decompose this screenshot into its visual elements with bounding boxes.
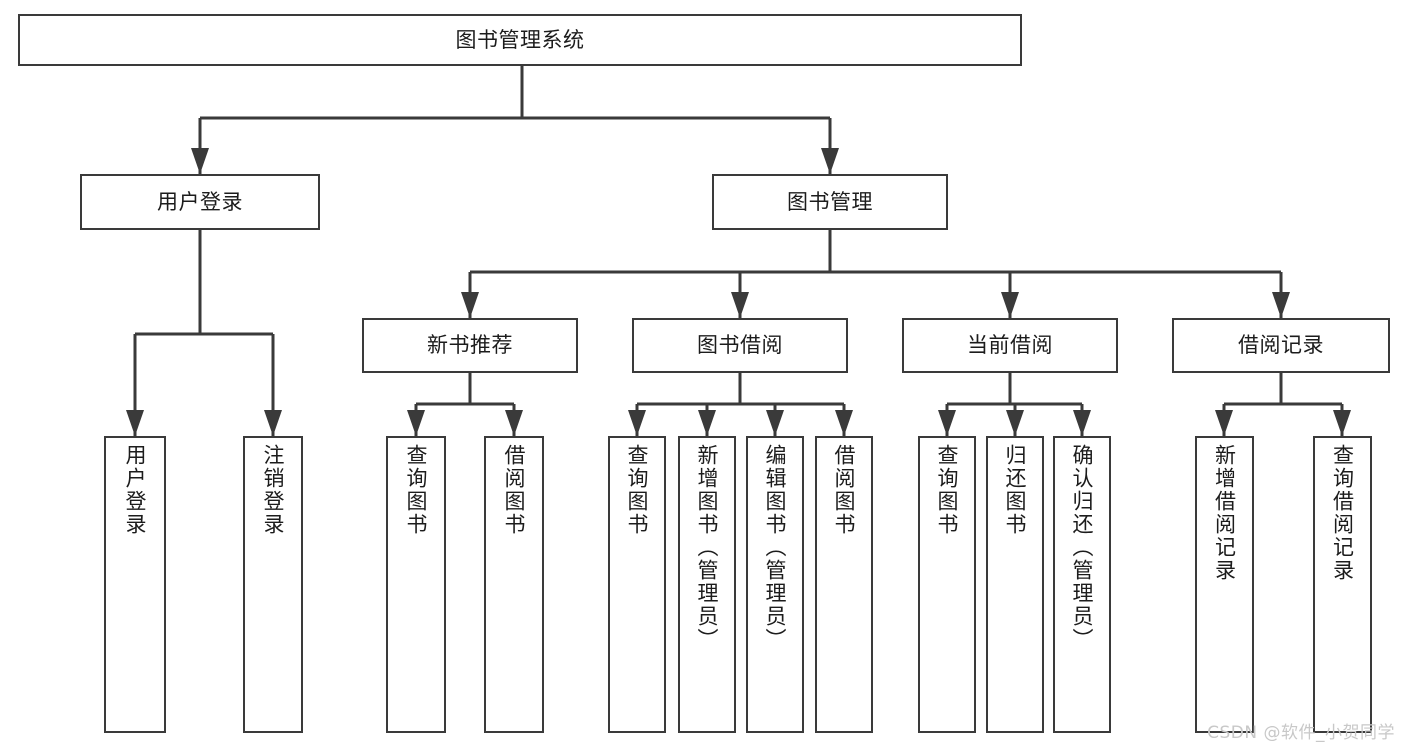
node-label: 注销登录 [261, 444, 286, 536]
node-label: 新书推荐 [427, 333, 513, 358]
node-leaf-borrow-add: 新增图书（管理员） [678, 436, 736, 733]
node-leaf-cur-confirm: 确认归还（管理员） [1053, 436, 1111, 733]
arrow-icon-borrow-record-to-leaves-0 [1215, 410, 1233, 436]
node-leaf-cur-query: 查询图书 [918, 436, 976, 733]
node-label: 图书管理系统 [455, 27, 585, 52]
node-label: 借阅图书 [502, 444, 527, 536]
node-label: 查询图书 [625, 444, 650, 536]
arrow-icon-book-manage-to-level3-1 [731, 292, 749, 318]
node-label: 归还图书 [1003, 444, 1028, 536]
node-label: 图书借阅 [697, 333, 783, 358]
node-leaf-cur-return: 归还图书 [986, 436, 1044, 733]
node-label: 查询图书 [935, 444, 960, 536]
arrow-icon-root-to-level2-1 [821, 148, 839, 174]
node-leaf-rec-search: 查询借阅记录 [1313, 436, 1372, 733]
node-book-borrow: 图书借阅 [632, 318, 848, 373]
arrow-icon-current-borrow-to-leaves-0 [938, 410, 956, 436]
arrow-icon-book-borrow-to-leaves-0 [628, 410, 646, 436]
node-root: 图书管理系统 [18, 14, 1022, 66]
node-new-book-rec: 新书推荐 [362, 318, 578, 373]
node-label: 确认归还（管理员） [1070, 444, 1095, 651]
node-leaf-borrow-lend: 借阅图书 [815, 436, 873, 733]
node-label: 用户登录 [157, 189, 243, 214]
arrow-icon-book-manage-to-level3-3 [1272, 292, 1290, 318]
arrow-icon-book-manage-to-level3-2 [1001, 292, 1019, 318]
node-leaf-borrow-edit: 编辑图书（管理员） [746, 436, 804, 733]
node-label: 新增借阅记录 [1212, 444, 1237, 582]
node-book-manage: 图书管理 [712, 174, 948, 230]
arrow-icon-book-borrow-to-leaves-2 [766, 410, 784, 436]
arrow-icon-book-borrow-to-leaves-3 [835, 410, 853, 436]
node-leaf-user-logout: 注销登录 [243, 436, 303, 733]
arrow-icon-user-login-to-leaves-1 [264, 410, 282, 436]
node-label: 借阅图书 [832, 444, 857, 536]
arrow-icon-book-borrow-to-leaves-1 [698, 410, 716, 436]
node-label: 用户登录 [123, 444, 148, 536]
arrow-icon-new-book-rec-to-leaves-1 [505, 410, 523, 436]
watermark: CSDN @软件_小贺同学 [1207, 723, 1395, 743]
arrow-icon-current-borrow-to-leaves-1 [1006, 410, 1024, 436]
node-label: 当前借阅 [967, 333, 1053, 358]
arrow-icon-book-manage-to-level3-0 [461, 292, 479, 318]
node-label: 新增图书（管理员） [695, 444, 720, 651]
node-label: 编辑图书（管理员） [763, 444, 788, 651]
node-label: 查询借阅记录 [1330, 444, 1355, 582]
arrow-icon-current-borrow-to-leaves-2 [1073, 410, 1091, 436]
node-leaf-rec-add: 新增借阅记录 [1195, 436, 1254, 733]
arrow-icon-borrow-record-to-leaves-1 [1333, 410, 1351, 436]
node-leaf-rec-query: 查询图书 [386, 436, 446, 733]
arrow-icon-user-login-to-leaves-0 [126, 410, 144, 436]
node-leaf-borrow-query: 查询图书 [608, 436, 666, 733]
arrow-icon-root-to-level2-0 [191, 148, 209, 174]
node-borrow-record: 借阅记录 [1172, 318, 1390, 373]
node-leaf-rec-borrow: 借阅图书 [484, 436, 544, 733]
node-label: 借阅记录 [1238, 333, 1324, 358]
node-current-borrow: 当前借阅 [902, 318, 1118, 373]
node-label: 图书管理 [787, 189, 873, 214]
node-label: 查询图书 [404, 444, 429, 536]
node-user-login: 用户登录 [80, 174, 320, 230]
arrow-icon-new-book-rec-to-leaves-0 [407, 410, 425, 436]
node-leaf-user-login: 用户登录 [104, 436, 166, 733]
